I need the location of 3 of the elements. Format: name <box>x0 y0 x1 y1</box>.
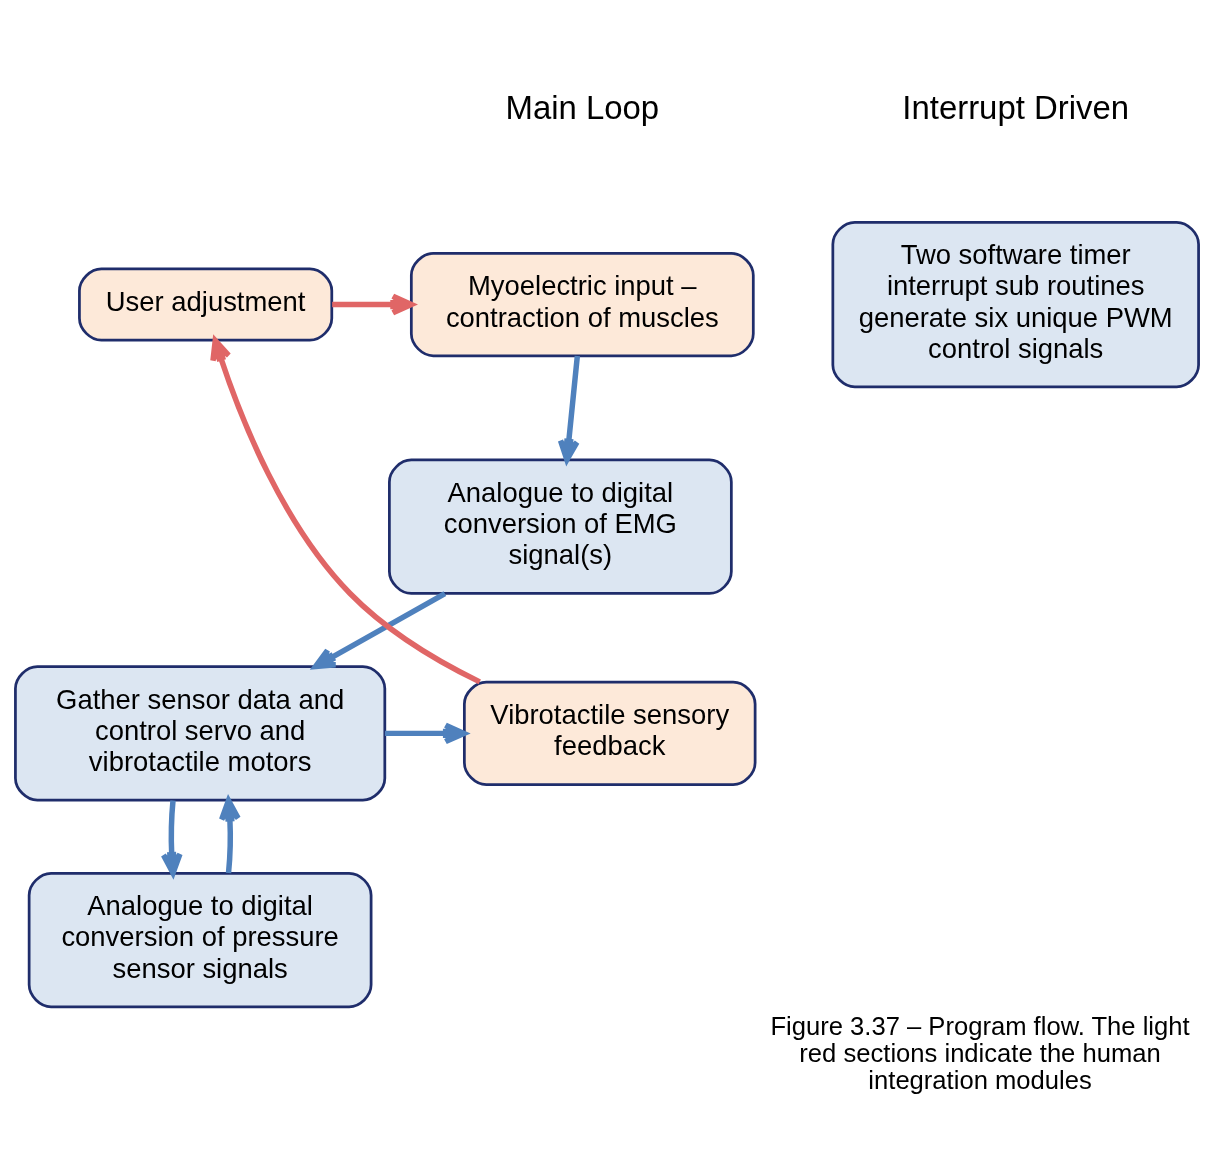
label: Main Loop <box>505 88 660 126</box>
caption: Figure 3.37 – Program flow. The light red sections indicate the human integration modules <box>770 1011 1190 1094</box>
label: Interrupt Driven <box>902 88 1130 126</box>
